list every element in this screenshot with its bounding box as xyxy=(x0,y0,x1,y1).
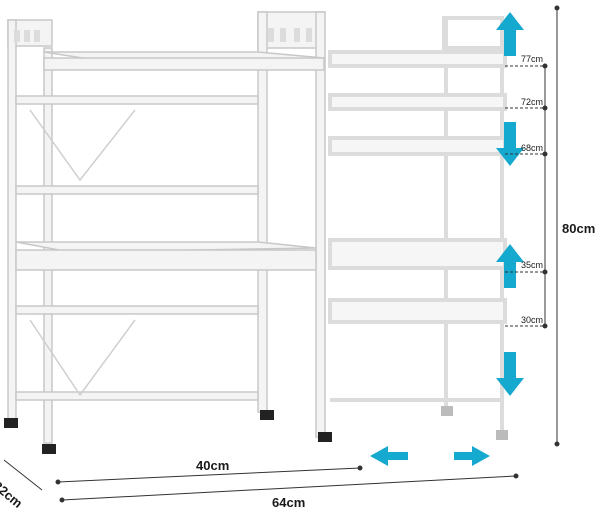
foot-2 xyxy=(42,444,56,454)
depth-line xyxy=(3,459,43,491)
rail-spindles xyxy=(14,28,312,42)
ghost-shelf-3 xyxy=(328,136,507,156)
foot-4 xyxy=(318,432,332,442)
brace-upper xyxy=(29,109,136,182)
top-rail-right xyxy=(257,11,325,49)
width-64-line xyxy=(61,475,517,501)
ghost-shelf-top xyxy=(328,50,507,68)
brace-lower xyxy=(29,319,136,397)
rail-5 xyxy=(15,305,259,315)
shelf-height-label-4: 35cm xyxy=(521,260,544,270)
adjust-arrows xyxy=(370,12,524,466)
post-left-back xyxy=(7,19,17,421)
vertical-arrow-icon xyxy=(496,12,524,56)
shelf-height-label-1: 77cm xyxy=(521,54,544,64)
width-40-line xyxy=(57,467,361,483)
rail-bottom xyxy=(15,391,259,401)
horizontal-arrow-icon xyxy=(454,446,490,466)
horizontal-arrow-icon xyxy=(370,446,408,466)
post-right-back xyxy=(257,11,268,413)
ghost-shelf-4 xyxy=(328,238,507,270)
foot-1 xyxy=(4,418,18,428)
dimension-lines xyxy=(3,5,560,503)
vertical-arrow-icon xyxy=(496,352,524,396)
post-right-front xyxy=(315,11,326,438)
total-height-label: 80cm xyxy=(562,221,596,236)
x-braces xyxy=(29,109,136,397)
ghost-foot-left xyxy=(441,406,453,416)
main-shelf-frame xyxy=(7,11,326,444)
shelf-height-label-2: 72cm xyxy=(521,97,544,107)
vertical-arrow-icon xyxy=(496,244,524,288)
shelf-middle-front xyxy=(15,249,317,271)
ghost-top-rail xyxy=(442,16,504,50)
shelf-height-label-3: 68cm xyxy=(521,143,544,153)
ghost-shelf-5 xyxy=(328,298,507,324)
width-extended-label: 64cm xyxy=(272,495,306,510)
extended-shelf-ghost xyxy=(328,16,507,430)
shelf-top-front xyxy=(43,57,325,71)
ghost-shelf-2 xyxy=(328,93,507,111)
vertical-arrow-icon xyxy=(496,122,524,166)
feet xyxy=(4,410,332,454)
rail-2 xyxy=(15,95,259,105)
ghost-foot-right xyxy=(496,430,508,440)
shelf-height-label-5: 30cm xyxy=(521,315,544,325)
foot-3 xyxy=(260,410,274,420)
width-single-label: 40cm xyxy=(196,458,230,473)
rail-3 xyxy=(15,185,259,195)
